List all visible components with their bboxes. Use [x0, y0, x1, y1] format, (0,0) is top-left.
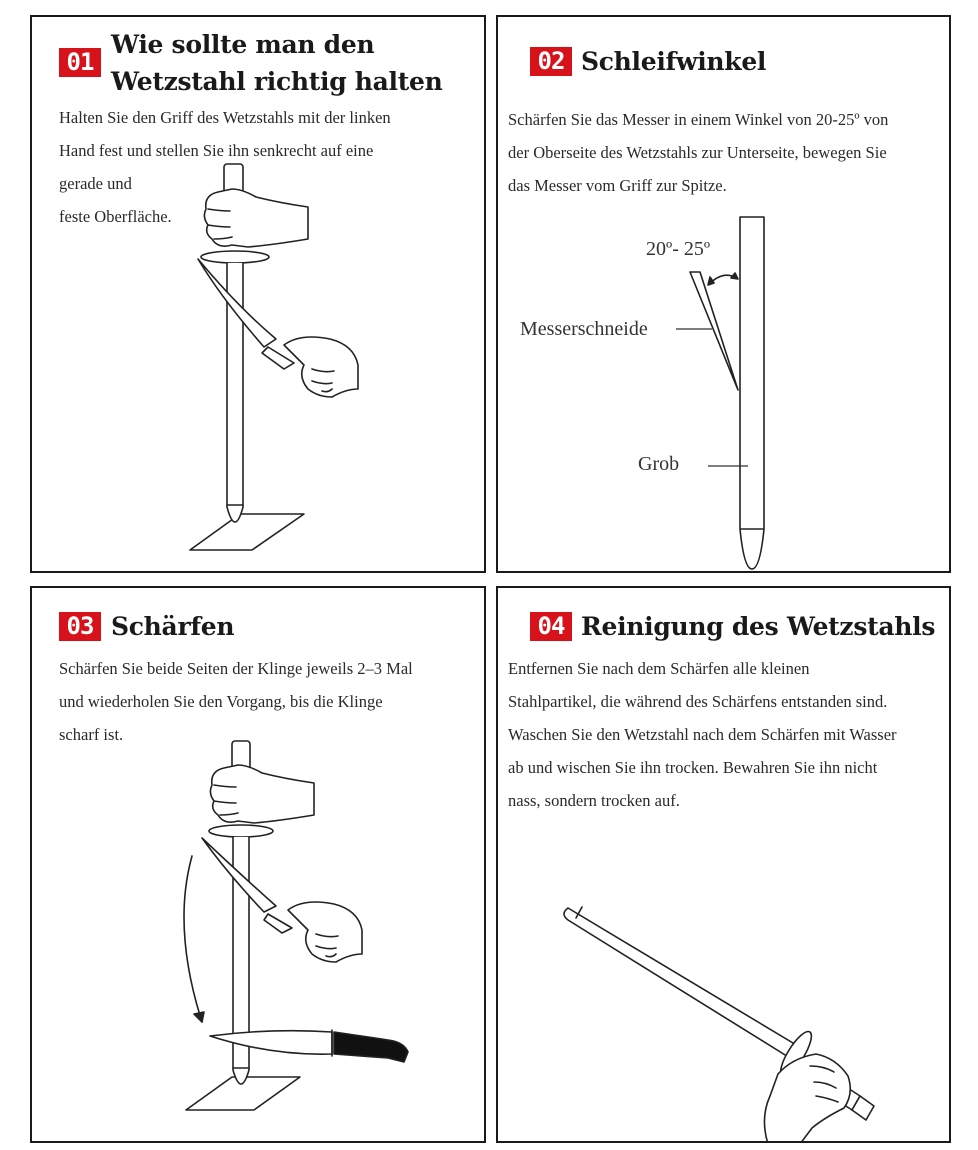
text-line: Schärfen Sie beide Seiten der Klinge jew…: [59, 659, 413, 678]
text-line: Waschen Sie den Wetzstahl nach dem Schär…: [508, 725, 897, 744]
illustration-angle-diagram: 20º- 25º Messerschneide Grob: [520, 216, 765, 570]
illustration-holding-steel: [189, 163, 359, 551]
angle-label: 20º- 25º: [646, 238, 710, 260]
text-line: nass, sondern trocken auf.: [508, 791, 680, 810]
coarse-label: Grob: [638, 453, 679, 475]
panel-text-03: Schärfen Sie beide Seiten der Klinge jew…: [59, 652, 413, 751]
illustration-cleaning-steel: [563, 906, 875, 1141]
text-line: der Oberseite des Wetzstahls zur Unterse…: [508, 143, 887, 162]
text-line: scharf ist.: [59, 725, 124, 744]
panel-hold-steel: 01 Wie sollte man den Wetzstahl richtig …: [30, 15, 486, 573]
panel-cleaning: 04 Reinigung des Wetzstahls Entfernen Si…: [496, 586, 951, 1143]
illustration-sharpening: [183, 740, 409, 1111]
panel-text-04: Entfernen Sie nach dem Schärfen alle kle…: [508, 652, 897, 817]
text-line: Entfernen Sie nach dem Schärfen alle kle…: [508, 659, 810, 678]
step-badge-04: 04: [530, 612, 572, 641]
text-line: Schärfen Sie das Messer in einem Winkel …: [508, 110, 889, 129]
text-line: feste Oberfläche.: [59, 207, 172, 226]
panel-text-02: Schärfen Sie das Messer in einem Winkel …: [508, 103, 888, 202]
step-badge-02: 02: [530, 47, 572, 76]
panel-title-01: Wie sollte man den Wetzstahl richtig hal…: [111, 26, 443, 100]
panel-grinding-angle: 20º- 25º Messerschneide Grob 02 Schleifw…: [496, 15, 951, 573]
step-badge-01: 01: [59, 48, 101, 77]
panel-title-04: Reinigung des Wetzstahls: [581, 612, 936, 641]
text-line: und wiederholen Sie den Vorgang, bis die…: [59, 692, 383, 711]
panel-title-03: Schärfen: [111, 612, 235, 641]
panel-title-line: Wetzstahl richtig halten: [111, 67, 443, 96]
panel-title-02: Schleifwinkel: [581, 47, 767, 76]
text-line: das Messer vom Griff zur Spitze.: [508, 176, 727, 195]
step-badge-03: 03: [59, 612, 101, 641]
panel-sharpening: 03 Schärfen Schärfen Sie beide Seiten de…: [30, 586, 486, 1143]
knife-edge-label: Messerschneide: [520, 318, 648, 340]
text-line: gerade und: [59, 174, 132, 193]
text-line: ab und wischen Sie ihn trocken. Bewahren…: [508, 758, 878, 777]
text-line: Halten Sie den Griff des Wetzstahls mit …: [59, 108, 391, 127]
text-line: Hand fest und stellen Sie ihn senkrecht …: [59, 141, 374, 160]
panel-text-01: Halten Sie den Griff des Wetzstahls mit …: [59, 101, 391, 233]
panel-title-line: Wie sollte man den: [111, 30, 375, 59]
text-line: Stahlpartikel, die während des Schärfens…: [508, 692, 888, 711]
